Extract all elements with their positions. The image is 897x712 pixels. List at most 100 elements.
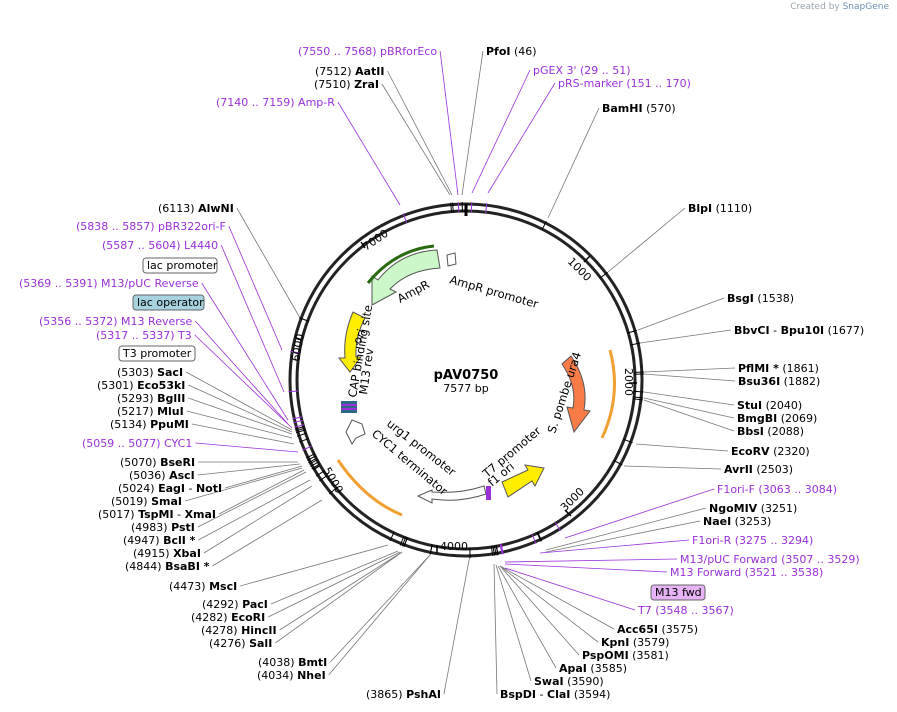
site-label-msci[interactable]: (4473) MscI: [169, 580, 237, 593]
leader-blpi: [607, 207, 686, 273]
site-labels: (7550 .. 7568) pBRforEco PfoI (46) (7512) …: [19, 45, 864, 701]
site-label-f1ori-r[interactable]: F1ori-R (3275 .. 3294): [692, 534, 813, 547]
tick-saci: [294, 425, 305, 430]
site-label-cyc1[interactable]: (5059 .. 5077) CYC1: [82, 437, 192, 450]
site-label-bsabi[interactable]: (4844) BsaBI *: [125, 560, 210, 573]
site-label-psti[interactable]: (4983) PstI: [131, 521, 195, 534]
tick-bsgi: [627, 329, 638, 334]
site-label-pflmi[interactable]: PflMI * (1861): [738, 362, 819, 375]
site-label-naei[interactable]: NaeI (3253): [703, 515, 771, 528]
site-label-saci[interactable]: (5303) SacI: [117, 366, 183, 379]
site-label-ampr-primer[interactable]: (7140 .. 7159) Amp-R: [216, 96, 335, 109]
site-label-apai[interactable]: ApaI (3585): [559, 662, 627, 675]
site-label-swai[interactable]: SwaI (3590): [534, 675, 604, 688]
leader-nhei: [328, 554, 431, 676]
site-label-m13-fwd[interactable]: M13 Forward (3521 .. 3538): [670, 566, 823, 579]
leader-zrai: [381, 83, 451, 196]
site-label-alwni[interactable]: (6113) AlwNI: [158, 202, 234, 215]
site-label-bglii[interactable]: (5293) BglII: [117, 392, 185, 405]
site-label-aatii[interactable]: (7512) AatII: [315, 65, 384, 78]
site-label-pshai[interactable]: (3865) PshAI: [366, 688, 441, 701]
label-m13-rev: M13 rev: [356, 347, 376, 395]
site-label-kpni[interactable]: KpnI (3579): [601, 636, 669, 649]
site-label-tspmi[interactable]: (5017) TspMI - XmaI: [98, 508, 216, 521]
leader-prsmarker: [487, 82, 556, 194]
site-label-f1ori-f[interactable]: F1ori-F (3063 .. 3084): [717, 483, 837, 496]
site-label-xbai[interactable]: (4915) XbaI: [133, 547, 201, 560]
tick-ampr-primer: [402, 213, 408, 223]
site-label-asci[interactable]: (5036) AscI: [129, 469, 195, 482]
leader-bglii: [188, 397, 293, 435]
site-label-t3[interactable]: (5317 .. 5337) T3: [96, 329, 192, 342]
site-label-bcli[interactable]: (4947) BclI *: [123, 534, 196, 547]
tick-asci: [306, 455, 317, 461]
site-label-stui[interactable]: StuI (2040): [737, 399, 802, 412]
tick-1000: 1000: [565, 255, 594, 284]
site-label-zrai[interactable]: (7510) ZraI: [314, 78, 379, 91]
site-ticks: [288, 202, 644, 558]
leader-naei: [545, 520, 701, 553]
site-label-paci[interactable]: (4292) PacI: [202, 598, 268, 611]
site-label-blpi[interactable]: BlpI (1110): [688, 202, 752, 215]
tick-m13-fwd: [500, 544, 504, 555]
leader-mlui: [186, 410, 293, 439]
site-label-ppumi[interactable]: (5134) PpuMI: [110, 418, 189, 431]
site-label-eco53ki[interactable]: (5301) Eco53kI: [97, 379, 185, 392]
site-label-pgex3[interactable]: pGEX 3' (29 .. 51): [533, 64, 631, 77]
leader-bmgbi: [643, 397, 735, 419]
site-label-ecori[interactable]: (4282) EcoRI: [191, 611, 265, 624]
site-label-nhei[interactable]: (4034) NheI: [257, 669, 326, 682]
site-label-eagi[interactable]: (5024) EagI - NotI: [118, 482, 222, 495]
site-label-acc65i[interactable]: Acc65I (3575): [617, 623, 698, 636]
site-label-t7[interactable]: T7 (3548 .. 3567): [637, 604, 734, 617]
leader-bsabi: [212, 499, 323, 567]
lac-promoter-label: lac promoter: [147, 259, 218, 272]
tick-prsmarker: [485, 203, 488, 214]
tick-tspmi: [310, 461, 320, 467]
site-label-pfoi[interactable]: PfoI (46): [486, 45, 537, 58]
site-label-pbr322ori[interactable]: (5838 .. 5857) pBR322ori-F: [76, 220, 226, 233]
site-label-sali[interactable]: (4276) SalI: [209, 637, 272, 650]
site-label-mlui[interactable]: (5217) MluI: [117, 405, 184, 418]
leader-bsgi: [637, 297, 725, 331]
site-label-avrii[interactable]: AvrII (2503): [724, 463, 793, 476]
site-label-bbvci[interactable]: BbvCI - Bpu10I (1677): [734, 324, 864, 337]
m13-fwd-label: M13 fwd: [655, 586, 702, 599]
site-label-bamhi[interactable]: BamHI (570): [602, 102, 676, 115]
site-label-prsmarker[interactable]: pRS-marker (151 .. 170): [558, 77, 691, 90]
leader-ampr-primer: [337, 101, 401, 206]
site-label-bmti[interactable]: (4038) BmtI: [258, 656, 327, 669]
leader-t7: [504, 567, 636, 611]
label-ampr: AmpR: [395, 277, 432, 305]
tick-stui: [633, 390, 644, 393]
site-label-hincii[interactable]: (4278) HincII: [201, 624, 277, 637]
site-label-ngomiv[interactable]: NgoMIV (3251): [709, 502, 797, 515]
site-label-bmgbi[interactable]: BmgBI (2069): [737, 412, 817, 425]
site-label-bseri[interactable]: (5070) BseRI: [120, 456, 195, 469]
leader-cyc1: [195, 442, 299, 453]
tick-sali: [403, 537, 408, 547]
leader-apai: [497, 565, 557, 669]
snapgene-watermark: Created by SnapGene: [790, 2, 889, 12]
site-label-m13-rev[interactable]: (5356 .. 5372) M13 Reverse: [39, 315, 192, 328]
site-label-m13puc-fwd[interactable]: M13/pUC Forward (3507 .. 3529): [680, 553, 860, 566]
site-label-smai[interactable]: (5019) SmaI: [111, 495, 182, 508]
site-label-pbrforeco[interactable]: (7550 .. 7568) pBRforEco: [298, 45, 437, 58]
site-label-bsu36i[interactable]: Bsu36I (1882): [738, 375, 820, 388]
site-label-bspdi[interactable]: BspDI - ClaI (3594): [500, 688, 610, 701]
leader-ecori: [268, 551, 401, 618]
site-label-m13puc-rev[interactable]: (5369 .. 5391) M13/pUC Reverse: [19, 277, 199, 290]
site-label-pspomi[interactable]: PspOMI (3581): [582, 649, 669, 662]
lac-promoter-box: [142, 257, 218, 274]
site-label-bbsi[interactable]: BbsI (2088): [737, 425, 804, 438]
tick-ngomiv: [537, 531, 543, 542]
leader-sali: [275, 551, 403, 644]
site-label-l4440[interactable]: (5587 .. 5604) L4440: [102, 239, 218, 252]
tick-swai: [492, 545, 495, 556]
lac-operator-box: [132, 294, 205, 311]
leader-pbrforeco: [439, 50, 459, 196]
site-label-bsgi[interactable]: BsgI (1538): [727, 292, 794, 305]
leader-bcli: [198, 479, 311, 541]
site-label-ecorv[interactable]: EcoRV (2320): [731, 445, 810, 458]
